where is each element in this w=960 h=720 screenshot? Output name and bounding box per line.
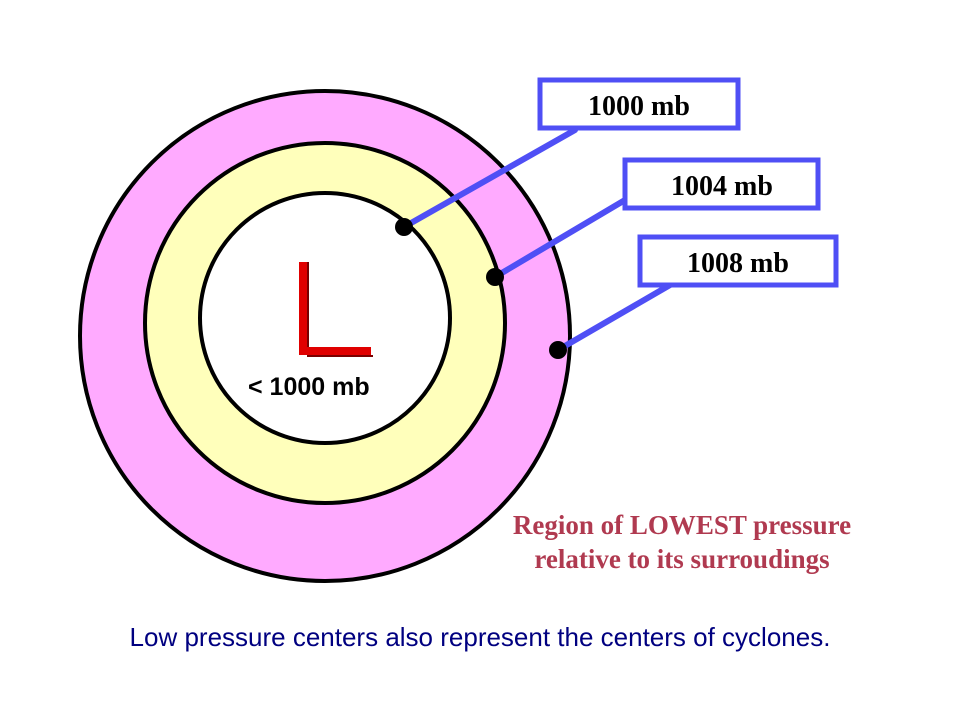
isobar-point-1000 (395, 218, 413, 236)
leader-line-1008 (555, 282, 673, 353)
leader-lines (401, 127, 673, 353)
label-box-1000: 1000 mb (537, 77, 741, 131)
isobar-label-1008: 1008 mb (687, 248, 789, 279)
note-line-2: relative to its surroudings (534, 544, 829, 574)
note-line-1: Region of LOWEST pressure (513, 510, 851, 540)
isobar-point-1008 (549, 341, 567, 359)
slide-caption: Low pressure centers also represent the … (129, 622, 831, 652)
isobar-label-1004: 1004 mb (671, 171, 773, 202)
isobar-ring-1000 (198, 191, 452, 445)
leader-line-1004 (492, 197, 628, 280)
label-box-1004: 1004 mb (622, 157, 821, 211)
center-pressure-value: < 1000 mb (248, 373, 370, 401)
leader-line-1000 (401, 127, 578, 230)
label-box-1008: 1008 mb (637, 234, 839, 288)
isobar-point-1004 (486, 268, 504, 286)
isobar-label-1000: 1000 mb (588, 91, 690, 122)
low-pressure-symbol (299, 262, 373, 357)
